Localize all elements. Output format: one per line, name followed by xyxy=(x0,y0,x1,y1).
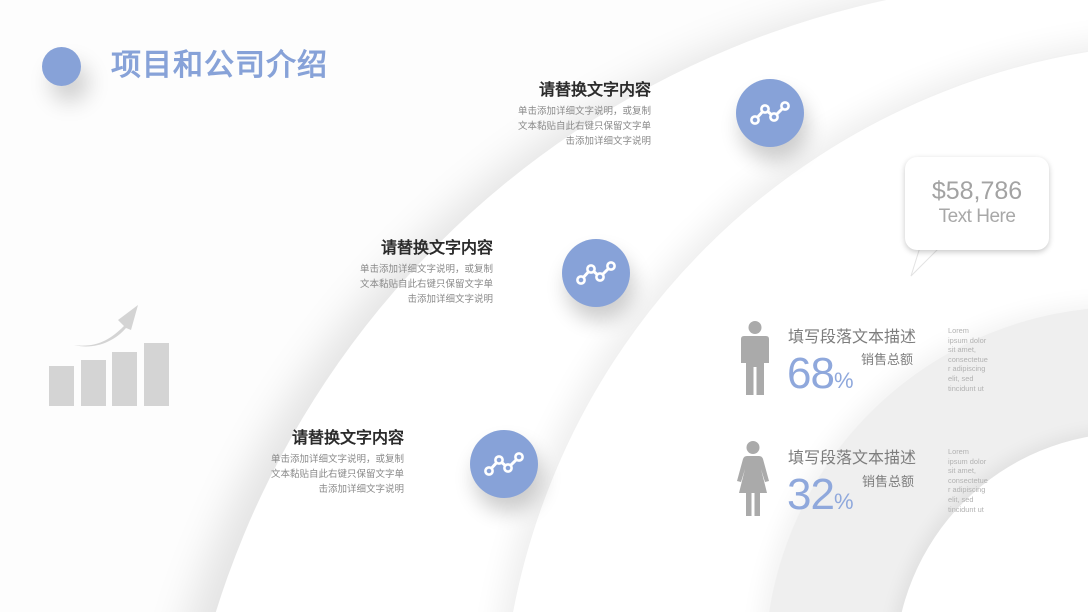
lorem-line: ipsum dolor xyxy=(948,335,987,345)
line-chart-icon xyxy=(576,261,616,285)
timeline-node-3 xyxy=(470,430,538,498)
male-icon xyxy=(741,321,769,395)
description-line: 单击添加详细文字说明，或复制 xyxy=(517,106,651,117)
timeline-description: 单击添加详细文字说明，或复制 文本黏贴自此右键只保留文字单 击添加详细文字说明 xyxy=(293,262,493,307)
timeline-heading: 请替换文字内容 xyxy=(380,238,493,257)
lorem-line: tincidunt ut xyxy=(948,383,984,393)
percent-symbol: % xyxy=(833,368,854,393)
percent-value: 32 xyxy=(787,470,835,519)
lorem-paragraph: Lorem ipsum dolor sit amet, consectetue … xyxy=(948,326,1004,393)
stat-percent: 32% xyxy=(787,473,854,527)
description-line: 文本黏贴自此右键只保留文字单 xyxy=(359,279,493,290)
bubble-value: $58,786 xyxy=(931,177,1023,205)
female-icon xyxy=(737,441,769,516)
lorem-line: tincidunt ut xyxy=(948,504,984,514)
description-line: 击添加详细文字说明 xyxy=(407,294,493,305)
lorem-line: Lorem xyxy=(948,447,969,456)
description-line: 击添加详细文字说明 xyxy=(318,484,404,495)
speech-bubble: $58,786 Text Here xyxy=(905,157,1049,250)
lorem-line: sit amet, xyxy=(948,345,976,355)
growth-chart-icon xyxy=(49,305,169,406)
stat-label: 填写段落文本描述 xyxy=(788,327,917,346)
timeline-item-2: 请替换文字内容 单击添加详细文字说明，或复制 文本黏贴自此右键只保留文字单 击添… xyxy=(293,238,493,307)
lorem-line: Lorem xyxy=(948,326,969,335)
lorem-line: sit amet, xyxy=(948,466,976,476)
lorem-line: consectetue xyxy=(948,354,988,364)
description-line: 单击添加详细文字说明，或复制 xyxy=(270,454,404,465)
page-title: 项目和公司介绍 xyxy=(111,48,328,83)
lorem-line: ipsum dolor xyxy=(948,456,987,466)
description-line: 单击添加详细文字说明，或复制 xyxy=(359,264,493,275)
timeline-item-3: 请替换文字内容 单击添加详细文字说明，或复制 文本黏贴自此右键只保留文字单 击添… xyxy=(204,428,404,497)
timeline-node-1 xyxy=(736,79,804,147)
bubble-text: Text Here xyxy=(938,206,1016,227)
stat-sub-label: 销售总额 xyxy=(861,353,914,368)
timeline-description: 单击添加详细文字说明，或复制 文本黏贴自此右键只保留文字单 击添加详细文字说明 xyxy=(204,452,404,497)
description-line: 文本黏贴自此右键只保留文字单 xyxy=(270,469,404,480)
lorem-line: r adipiscing xyxy=(948,485,986,495)
lorem-line: elit, sed xyxy=(948,373,974,383)
percent-value: 68 xyxy=(787,349,835,398)
timeline-heading: 请替换文字内容 xyxy=(538,80,651,99)
lorem-paragraph: Lorem ipsum dolor sit amet, consectetue … xyxy=(948,447,1004,514)
line-chart-icon xyxy=(484,452,524,476)
description-line: 文本黏贴自此右键只保留文字单 xyxy=(517,121,651,132)
timeline-node-2 xyxy=(562,239,630,307)
stat-percent: 68% xyxy=(787,352,854,406)
line-chart-icon xyxy=(750,101,790,125)
percent-symbol: % xyxy=(833,489,854,514)
stat-label: 填写段落文本描述 xyxy=(788,448,917,467)
timeline-item-1: 请替换文字内容 单击添加详细文字说明，或复制 文本黏贴自此右键只保留文字单 击添… xyxy=(451,80,651,149)
speech-bubble-tail xyxy=(910,244,944,277)
lorem-line: elit, sed xyxy=(948,494,974,504)
stat-sub-label: 销售总额 xyxy=(862,475,915,490)
lorem-line: r adipiscing xyxy=(948,364,986,374)
description-line: 击添加详细文字说明 xyxy=(565,136,651,147)
timeline-description: 单击添加详细文字说明，或复制 文本黏贴自此右键只保留文字单 击添加详细文字说明 xyxy=(451,104,651,149)
timeline-heading: 请替换文字内容 xyxy=(291,428,404,447)
lorem-line: consectetue xyxy=(948,475,988,485)
title-bullet-dot xyxy=(42,47,81,86)
